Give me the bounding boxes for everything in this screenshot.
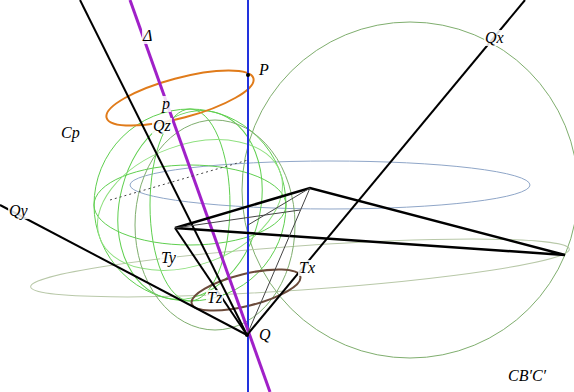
point — [246, 73, 250, 77]
line — [247, 0, 525, 335]
circle-cp — [101, 59, 258, 137]
point-label: Qy — [8, 203, 29, 219]
point-label: CB′C′ — [507, 368, 547, 384]
point-label: Qz — [152, 118, 172, 134]
circle — [242, 22, 574, 358]
ellipse — [29, 227, 571, 309]
point-label: P — [258, 62, 270, 78]
point — [245, 333, 249, 337]
point-label: Tx — [298, 260, 316, 276]
point-label: Tz — [206, 290, 223, 306]
point-label: Δ — [142, 28, 153, 44]
triangle — [175, 188, 565, 255]
point-label: Cp — [60, 125, 81, 141]
point-label: Q — [258, 327, 272, 343]
line — [175, 210, 300, 228]
tangent-circle — [188, 261, 304, 319]
sphere-circle — [79, 116, 300, 294]
point-label: Ty — [160, 250, 177, 266]
line — [80, 0, 247, 335]
point-label: Qx — [484, 30, 505, 46]
sphere-circle — [150, 109, 230, 301]
dotted-line — [110, 160, 248, 200]
point-label: p — [161, 96, 171, 112]
line — [175, 228, 247, 335]
line — [248, 188, 310, 225]
line — [0, 205, 247, 335]
